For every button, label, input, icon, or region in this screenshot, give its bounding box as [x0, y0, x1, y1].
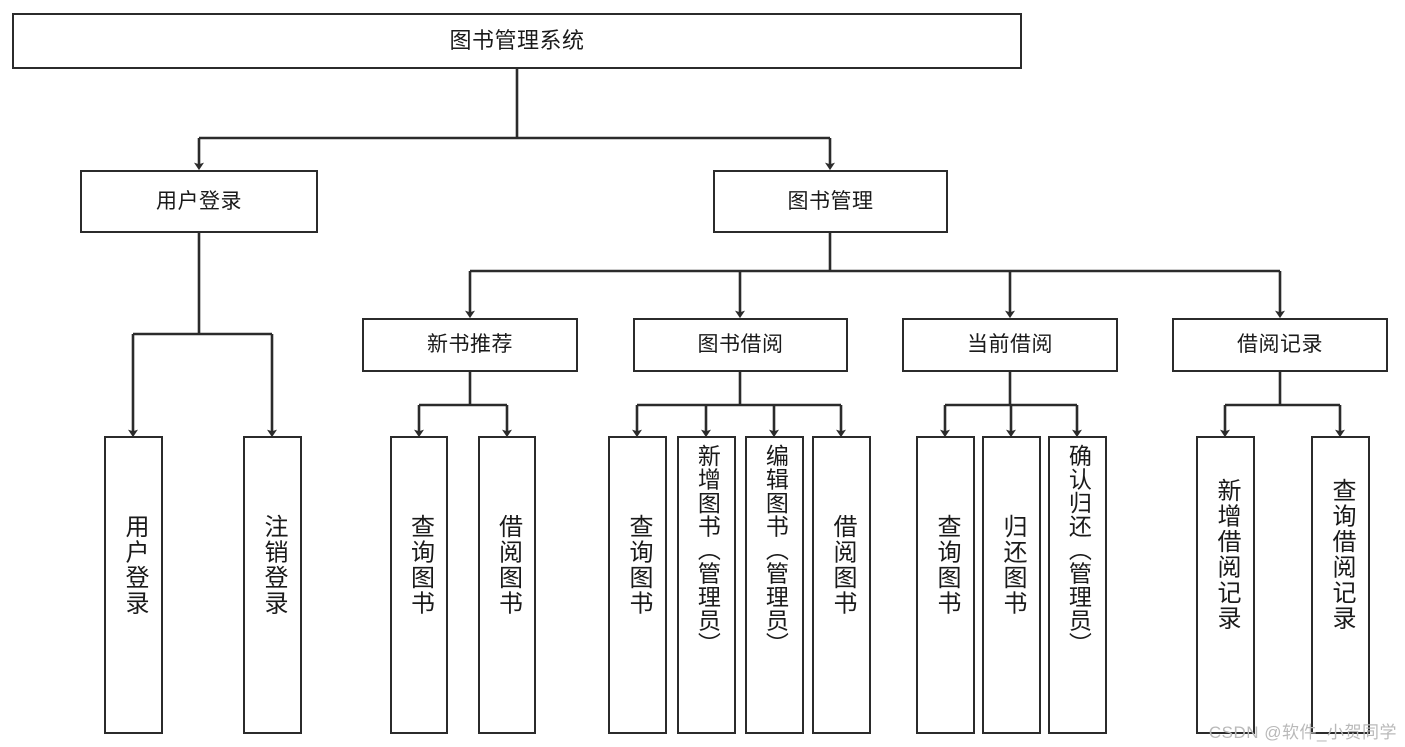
leaf-query-book-current[interactable]: 查询图书 [916, 436, 975, 734]
node-label: 新增借阅记录 [1212, 478, 1240, 631]
leaf-edit-book-admin[interactable]: 编辑图书（管理员） [745, 436, 804, 734]
node-book-borrow[interactable]: 图书借阅 [633, 318, 848, 372]
node-label: 图书管理系统 [449, 27, 585, 53]
leaf-add-book-admin[interactable]: 新增图书（管理员） [677, 436, 736, 734]
node-label: 用户登录 [156, 189, 242, 213]
node-label: 当前借阅 [967, 333, 1053, 357]
node-label: 图书管理 [787, 189, 874, 213]
leaf-borrow-book[interactable]: 借阅图书 [812, 436, 871, 734]
node-book-management[interactable]: 图书管理 [713, 170, 948, 233]
node-label: 借阅图书 [494, 514, 522, 616]
node-borrow-record[interactable]: 借阅记录 [1172, 318, 1388, 372]
node-label: 归还图书 [998, 514, 1026, 616]
node-current-borrow[interactable]: 当前借阅 [902, 318, 1118, 372]
node-root-book-management-system[interactable]: 图书管理系统 [12, 13, 1022, 69]
leaf-return-book[interactable]: 归还图书 [982, 436, 1041, 734]
leaf-confirm-return-admin[interactable]: 确认归还（管理员） [1048, 436, 1107, 734]
node-label: 注销登录 [259, 514, 287, 616]
leaf-user-login[interactable]: 用户登录 [104, 436, 163, 734]
node-label: 图书借阅 [697, 333, 784, 357]
node-label: 用户登录 [120, 514, 148, 616]
node-label: 查询图书 [406, 514, 434, 616]
leaf-add-borrow-record[interactable]: 新增借阅记录 [1196, 436, 1255, 734]
node-label: 查询图书 [932, 514, 960, 616]
node-label: 新增图书（管理员） [694, 444, 721, 656]
node-label: 编辑图书（管理员） [762, 444, 789, 656]
leaf-query-book-newbook[interactable]: 查询图书 [390, 436, 448, 734]
leaf-logout[interactable]: 注销登录 [243, 436, 302, 734]
node-label: 借阅图书 [828, 514, 856, 616]
node-label: 借阅记录 [1237, 333, 1323, 357]
leaf-query-borrow-record[interactable]: 查询借阅记录 [1311, 436, 1370, 734]
node-new-book-recommendation[interactable]: 新书推荐 [362, 318, 578, 372]
leaf-borrow-book-newbook[interactable]: 借阅图书 [478, 436, 536, 734]
node-user-login[interactable]: 用户登录 [80, 170, 318, 233]
node-label: 查询图书 [624, 514, 652, 616]
node-label: 新书推荐 [427, 333, 513, 357]
node-label: 确认归还（管理员） [1065, 444, 1092, 656]
leaf-query-book-borrow[interactable]: 查询图书 [608, 436, 667, 734]
node-label: 查询借阅记录 [1327, 478, 1355, 631]
